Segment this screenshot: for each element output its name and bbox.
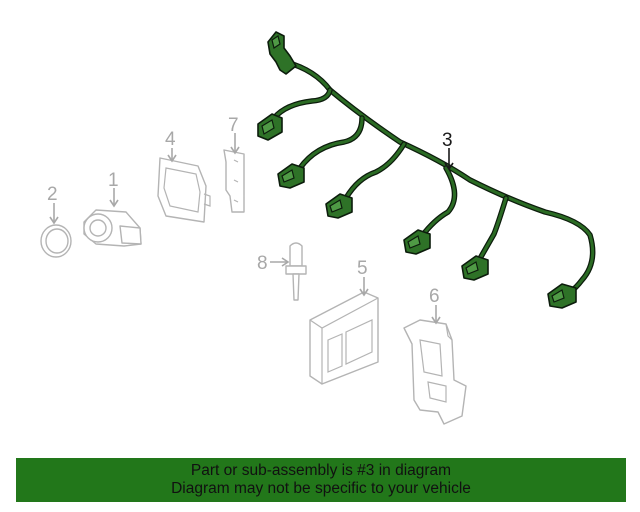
callout-5-label: 5 [357,258,368,279]
harness-connector-3 [325,193,353,219]
part-3-wiring-harness[interactable] [257,31,596,309]
harness-connector-5 [461,255,489,281]
callout-6: 6 [429,286,441,325]
callout-1: 1 [108,170,119,208]
exploded-parts-diagram: 2 1 4 [40,31,596,425]
callout-7: 7 [228,115,240,155]
callout-6-label: 6 [429,286,440,307]
part-4-sensor-housing[interactable] [157,157,211,223]
harness-main-connector [267,31,297,75]
harness-connector-6 [547,283,577,309]
callout-4: 4 [165,129,177,163]
harness-connector-4 [403,229,431,255]
callout-3: 3 [442,130,454,171]
callout-1-label: 1 [108,170,119,191]
banner-line-disclaimer: Diagram may not be specific to your vehi… [171,480,471,497]
part-1-parking-sensor[interactable] [83,209,142,247]
callout-7-label: 7 [228,115,239,136]
part-2-sealing-ring[interactable] [40,224,72,258]
part-5-control-module[interactable] [309,291,379,385]
harness-connector-2 [277,163,305,189]
part-8-temperature-sensor[interactable] [285,242,307,301]
callout-8-label: 8 [257,253,268,274]
callout-2: 2 [47,184,59,225]
banner-line-part-number: Part or sub-assembly is #3 in diagram [190,462,452,479]
info-banner: Part or sub-assembly is #3 in diagram Di… [16,458,626,502]
callout-3-label: 3 [442,130,453,151]
callout-4-label: 4 [165,129,176,150]
callout-8: 8 [257,253,290,274]
callout-2-label: 2 [47,184,58,205]
part-6-module-bracket[interactable] [403,319,467,425]
part-7-bracket[interactable] [223,149,245,213]
callout-5: 5 [357,258,369,297]
harness-connector-1 [257,113,283,141]
